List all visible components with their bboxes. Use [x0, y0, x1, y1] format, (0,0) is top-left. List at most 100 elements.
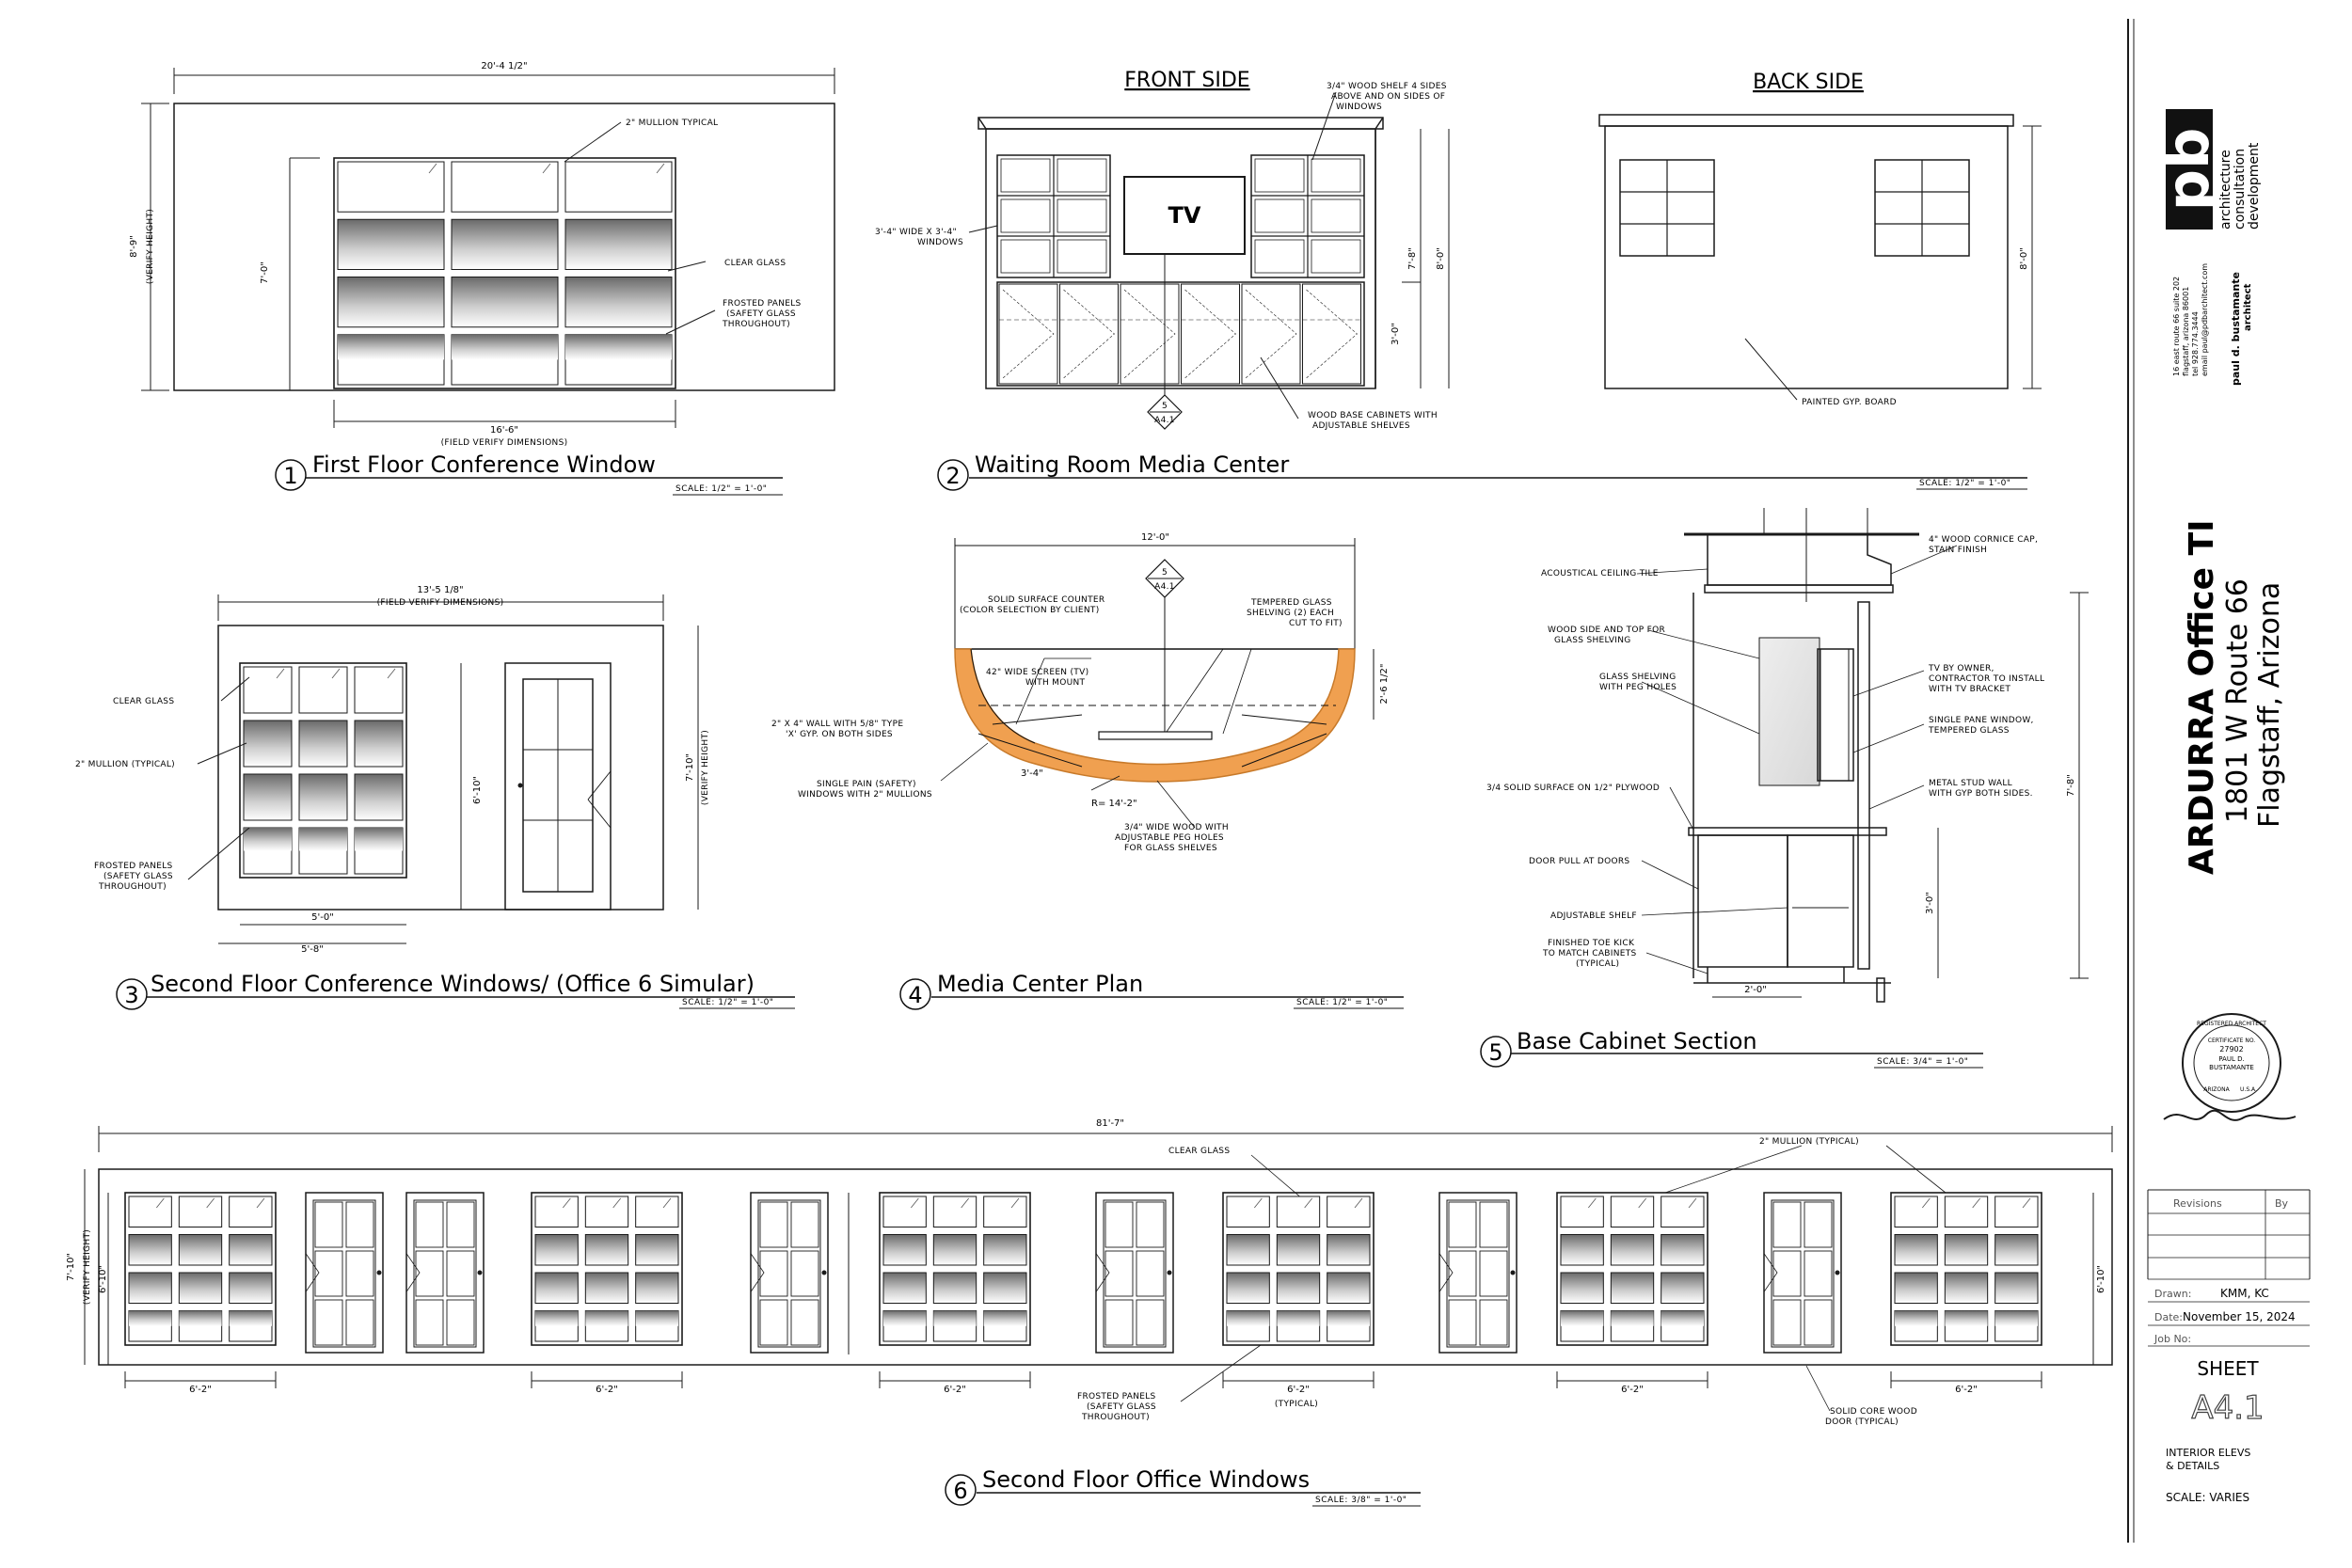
d1-dim-left: 8'-9"	[129, 235, 139, 258]
d4-note-counter-1: SOLID SURFACE COUNTER	[988, 595, 1104, 605]
d6-dim-left: 7'-10"	[66, 1253, 76, 1281]
d6-bay-dim-2: 6'-2"	[531, 1371, 683, 1395]
d5-note-right-1: 4" WOOD CORNICE CAP,	[1929, 535, 2038, 545]
d4-note-glass-1: TEMPERED GLASS	[1250, 598, 1332, 608]
d6-bay-dim-text-1: 6'-2"	[189, 1385, 212, 1395]
d2-tag-top: 5	[1162, 402, 1168, 411]
architect-seal	[2182, 1013, 2281, 1113]
d1-dim-inner: 7'-0"	[260, 261, 270, 284]
d2-cabinet-door-6	[1302, 283, 1361, 385]
d6-bay-dim-text-6: 6'-2"	[1955, 1385, 1978, 1395]
drawn-value: KMM, KC	[2220, 1287, 2269, 1300]
firm-lines: architecture consultation development	[2218, 142, 2262, 230]
seal-line-3: 27902	[2219, 1045, 2243, 1053]
media-center-plan	[940, 538, 1375, 829]
d5-note-left-6: 3/4 SOLID SURFACE ON 1/2" PLYWOOD	[1486, 784, 1660, 793]
d4-title-group: 4 Media Center Plan SCALE: 1/2" = 1'-0"	[899, 971, 1404, 1010]
seal-line-7: U.S.A.	[2240, 1086, 2257, 1093]
d6-typical: (TYPICAL)	[1275, 1400, 1318, 1409]
d6-door-5	[1438, 1192, 1518, 1354]
d6-dim-left-sub: (VERIFY HEIGHT)	[83, 1229, 92, 1305]
d6-bay-dim-5: 6'-2"	[1556, 1371, 1708, 1395]
d1-dim-bottom-sub: (FIELD VERIFY DIMENSIONS)	[441, 438, 568, 448]
d6-dim-left2: 6'-10"	[98, 1265, 108, 1293]
addr-2: flagstaff, arizona 86001	[2182, 287, 2190, 376]
d6-bay-dim-6: 6'-2"	[1890, 1371, 2042, 1395]
d1-note-frosted-3: THROUGHOUT)	[722, 320, 790, 329]
d6-dim-top: 81'-7"	[1096, 1118, 1124, 1129]
d1-dim-top: 20'-4 1/2"	[481, 61, 527, 71]
tb-scale: SCALE: VARIES	[2166, 1491, 2249, 1504]
addr-1: 16 east route 66 suite 202	[2172, 277, 2181, 376]
desc-1: INTERIOR ELEVS	[2166, 1447, 2250, 1459]
d1-scale: SCALE: 1/2" = 1'-0"	[675, 484, 767, 494]
d4-note-screen-2: WITH MOUNT	[1025, 678, 1086, 688]
d6-bay-dim-1: 6'-2"	[124, 1371, 277, 1395]
d6-title-group: 6 Second Floor Office Windows SCALE: 3/8…	[945, 1466, 1421, 1507]
d4-note-counter-2: (COLOR SELECTION BY CLIENT)	[960, 606, 1100, 615]
d5-note-left-10: TO MATCH CABINETS	[1542, 949, 1637, 958]
d6-bay-dim-4: 6'-2"	[1222, 1371, 1375, 1395]
d3-dim-b2: 5'-8"	[301, 944, 324, 955]
d2-note-cab-1: WOOD BASE CABINETS WITH	[1308, 411, 1438, 420]
d5-note-left-8: ADJUSTABLE SHELF	[1550, 911, 1637, 921]
seal-text: REGISTERED ARCHITECT CERTIFICATE NO. 279…	[2197, 1021, 2266, 1093]
architect-name: paul d. bustamante	[2230, 272, 2242, 386]
d3-note-frosted-2: (SAFETY GLASS	[103, 872, 173, 881]
d6-note-clear: CLEAR GLASS	[1168, 1147, 1230, 1156]
d6-bay-dim-3: 6'-2"	[879, 1371, 1031, 1395]
d3-dim-top: 13'-5 1/8"	[417, 585, 463, 595]
media-center-back-elevation	[1598, 114, 2042, 401]
d1-window-bay	[333, 157, 676, 389]
d6-bay-dim-text-3: 6'-2"	[944, 1385, 966, 1395]
d3-dim-top-sub: (FIELD VERIFY DIMENSIONS)	[377, 598, 504, 608]
d4-dim-34: 3'-4"	[1021, 768, 1043, 779]
media-center-front-elevation	[968, 91, 1450, 420]
d1-note-frosted-2: (SAFETY GLASS	[726, 309, 796, 319]
d3-door-grid	[517, 679, 593, 892]
d5-dim-right: 7'-8"	[2066, 774, 2076, 797]
d3-note-frosted-3: THROUGHOUT)	[98, 882, 167, 892]
d4-note-wall-1: 2" X 4" WALL WITH 5/8" TYPE	[771, 720, 903, 729]
d2-scale: SCALE: 1/2" = 1'-0"	[1919, 479, 2010, 488]
drawn-label: Drawn:	[2154, 1288, 2191, 1300]
d6-note-door-2: DOOR (TYPICAL)	[1825, 1418, 1899, 1427]
d5-note-right-2: STAIN FINISH	[1929, 546, 1987, 555]
d2-cabinet-door-2	[1059, 283, 1119, 385]
d5-note-left-5: WITH PEG HOLES	[1599, 683, 1677, 692]
d4-tag-bot: A4.1	[1154, 582, 1175, 592]
d6-door-4	[1095, 1192, 1174, 1354]
d2-tv-label: TV	[1168, 202, 1201, 229]
firm-address: 16 east route 66 suite 202 flagstaff, ar…	[2172, 263, 2253, 386]
d2-dim-back: 8'-0"	[2019, 247, 2029, 270]
d1-dim-left-sub: (VERIFY HEIGHT)	[146, 209, 155, 284]
d6-window-bay-5	[1556, 1192, 1708, 1346]
d4-dim-right: 2'-6 1/2"	[1379, 664, 1390, 705]
d6-door-6	[1763, 1192, 1842, 1354]
d3-dim-right-sub: (VERIFY HEIGHT)	[701, 730, 710, 805]
d3-title-group: 3 Second Floor Conference Windows/ (Offi…	[116, 971, 795, 1010]
d6-note-frosted-3: THROUGHOUT)	[1081, 1413, 1150, 1422]
d2-note-shelf-2: ABOVE AND ON SIDES OF	[1331, 92, 1445, 102]
d4-number: 4	[908, 982, 922, 1008]
seal-line-6: ARIZONA	[2203, 1086, 2230, 1093]
d3-note-mullion: 2" MULLION (TYPICAL)	[75, 760, 175, 769]
d3-title: Second Floor Conference Windows/ (Office…	[151, 971, 755, 997]
d6-window-bay-4	[1222, 1192, 1375, 1346]
d4-section-tag: 5 A4.1	[1145, 559, 1184, 598]
d2-note-shelf-1: 3/4" WOOD SHELF 4 SIDES	[1327, 82, 1447, 91]
d2-cabinet-door-3	[1120, 283, 1180, 385]
d6-door-2	[405, 1192, 485, 1354]
job-label: Job No:	[2153, 1333, 2191, 1345]
curved-wall	[954, 648, 1356, 783]
firm-line-3: development	[2247, 142, 2262, 230]
d4-note-pain-2: WINDOWS WITH 2" MULLIONS	[798, 790, 932, 800]
d5-note-right-4: CONTRACTOR TO INSTALL	[1929, 674, 2044, 684]
d2-section-tag: 5 A4.1	[1147, 394, 1183, 430]
sheet-label: SHEET	[2197, 1357, 2259, 1380]
d3-dim-b1: 5'-0"	[311, 912, 334, 923]
desc-2: & DETAILS	[2166, 1460, 2219, 1472]
d4-radius: R= 14'-2"	[1091, 799, 1137, 809]
sheet-number: A4.1	[2191, 1389, 2264, 1427]
d4-title: Media Center Plan	[937, 971, 1143, 997]
